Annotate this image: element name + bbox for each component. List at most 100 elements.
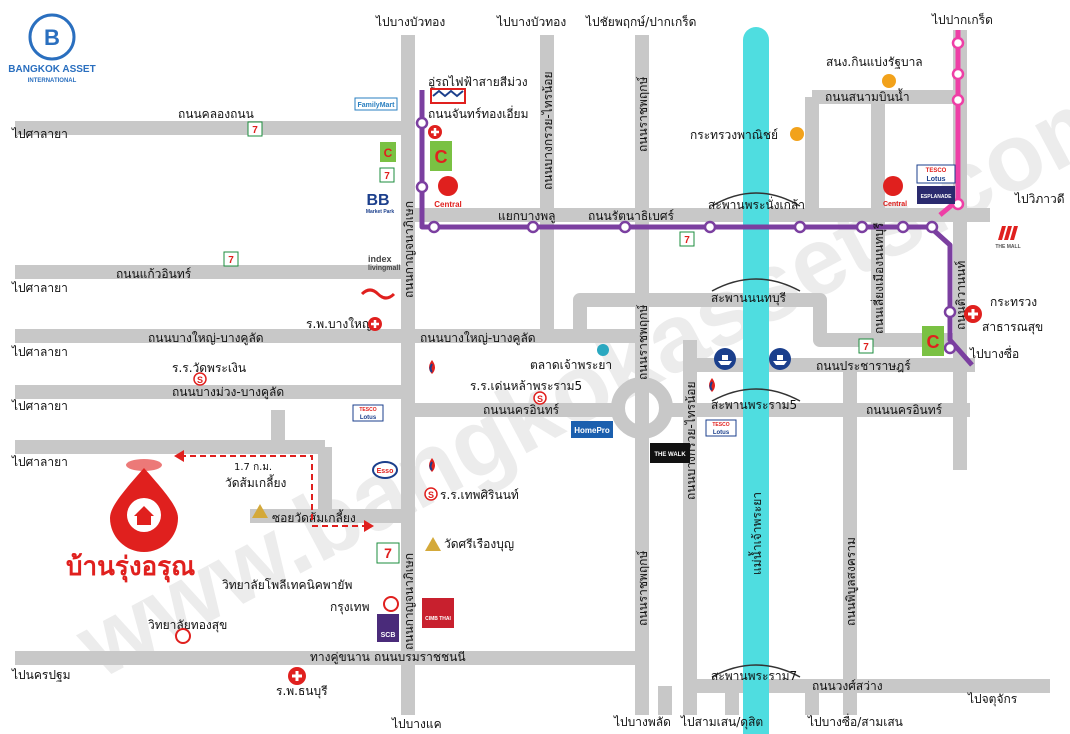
svg-text:S: S bbox=[537, 394, 543, 404]
project-marker bbox=[110, 459, 178, 552]
vertical-labels: ถนนกาญจนาภิเษก ถนนกาญจนาภิเษก ถนนราชพฤกษ… bbox=[402, 71, 968, 650]
distance-label: 1.7 ก.ม. bbox=[234, 462, 272, 473]
svg-text:TESCO: TESCO bbox=[926, 168, 947, 174]
svg-text:7: 7 bbox=[384, 171, 390, 182]
to-vibhavadi: ไปวิภาวดี bbox=[1014, 192, 1065, 206]
svg-text:7: 7 bbox=[228, 255, 234, 266]
to-bang-phlat: ไปบางพลัด bbox=[613, 715, 671, 729]
scb-icon: SCB bbox=[377, 614, 399, 642]
svg-text:7: 7 bbox=[863, 342, 869, 353]
ratchaphruek-2: ถนนราชพฤกษ์ bbox=[636, 304, 650, 380]
college-icon bbox=[383, 596, 399, 612]
svg-text:C: C bbox=[927, 332, 940, 352]
gas-station-icon bbox=[429, 360, 435, 374]
to-samsen-dusit: ไปสามเสน/ดุสิต bbox=[680, 715, 763, 730]
purple-depot: อู่รถไฟฟ้าสายสีม่วง bbox=[428, 75, 528, 90]
svg-text:Esso: Esso bbox=[377, 468, 394, 475]
train-depot-icon bbox=[430, 88, 466, 104]
svg-text:index: index bbox=[368, 254, 392, 264]
svg-text:Lotus: Lotus bbox=[360, 415, 377, 421]
to-pakkret: ไปปากเกร็ด bbox=[931, 12, 993, 27]
rr-thep-sirin: ร.ร.เทพศิรินนท์ bbox=[440, 488, 519, 502]
svg-text:THE MALL: THE MALL bbox=[995, 244, 1020, 250]
svg-text:S: S bbox=[428, 490, 434, 500]
hospital-icon bbox=[288, 667, 306, 685]
kaeo-in: ถนนแก้วอินทร์ bbox=[116, 267, 192, 281]
seven-eleven-icon: 7 bbox=[858, 338, 874, 354]
svg-text:Central: Central bbox=[883, 201, 907, 208]
nonthaburi-bridge: สะพานนนทบุรี bbox=[711, 291, 787, 306]
nakhon-in-2: ถนนนครอินทร์ bbox=[866, 403, 943, 417]
bridges bbox=[711, 192, 801, 678]
kanchanaphisek-1: ถนนกาญจนาภิเษก bbox=[402, 201, 416, 298]
tesco-lotus-icon: TESCO Lotus bbox=[705, 419, 737, 437]
school-icon: S bbox=[193, 372, 207, 386]
svg-text:7: 7 bbox=[684, 235, 690, 246]
svg-text:FamilyMart: FamilyMart bbox=[358, 102, 396, 109]
to-salaya-2: ไปศาลายา bbox=[11, 281, 68, 295]
thang-khu-khanan: ทางคู่ขนาน bbox=[310, 650, 370, 665]
svg-text:BB: BB bbox=[366, 192, 389, 209]
cimb-icon: CIMB THAI bbox=[422, 598, 454, 628]
logo-line1: BANGKOK ASSET bbox=[8, 64, 95, 75]
market-icon bbox=[597, 344, 609, 356]
ratchaphruek-3: ถนนราชพฤกษ์ bbox=[636, 550, 650, 626]
hospital-icon bbox=[428, 125, 442, 139]
sanong-kinbaeng: สนง.กินแบ่งรัฐบาล bbox=[826, 55, 923, 69]
seven-eleven-icon: 7 bbox=[376, 542, 400, 564]
chan-thong-iam: ถนนจันทร์ทองเอี่ยม bbox=[428, 105, 529, 121]
nakhon-in-1: ถนนนครอินทร์ bbox=[483, 403, 560, 417]
to-bang-khae: ไปบางแค bbox=[391, 717, 442, 731]
poi-icons: FamilyMart 7 7 7 7 7 7 C C C Central Cen… bbox=[175, 74, 1021, 685]
distance-arrows bbox=[182, 455, 365, 527]
logo-line2: INTERNATIONAL bbox=[28, 78, 77, 84]
rr-wat-phra-ngoen: ร.ร.วัดพระเงิน bbox=[172, 361, 246, 375]
esplanade-icon: ESPLANADE bbox=[917, 186, 955, 204]
to-salaya-3: ไปศาลายา bbox=[11, 345, 68, 359]
to-salaya-5: ไปศาลายา bbox=[11, 455, 68, 469]
gas-station-icon bbox=[709, 378, 715, 392]
ferry-icon bbox=[769, 348, 791, 370]
polytech: วิทยาลัยโพลีเทคนิคพายัพ bbox=[222, 578, 353, 592]
project-name: บ้านรุ่งอรุณ bbox=[66, 552, 195, 583]
the-mall-icon: THE MALL bbox=[995, 226, 1021, 250]
svg-text:Lotus: Lotus bbox=[713, 430, 730, 436]
hospital-icon bbox=[368, 317, 382, 331]
gas-station-icon bbox=[429, 458, 435, 472]
road-network bbox=[15, 30, 1050, 715]
bang-yai-bang-kulat-2: ถนนบางใหญ่-บางคูลัด bbox=[420, 331, 536, 346]
to-nakhon-pathom: ไปนครปฐม bbox=[11, 668, 70, 682]
hospital-icon bbox=[964, 305, 982, 323]
svg-text:7: 7 bbox=[384, 545, 392, 561]
ratchaphruek-1: ถนนราชพฤกษ์ bbox=[636, 76, 650, 152]
wat-som-kliang: วัดส้มเกลี้ยง bbox=[225, 474, 286, 490]
svg-text:B: B bbox=[44, 25, 60, 50]
seven-eleven-icon: 7 bbox=[679, 231, 695, 247]
to-bang-bua-thong-1: ไปบางบัวทอง bbox=[375, 15, 445, 29]
bb-market-icon: BB Market Park bbox=[366, 192, 395, 215]
to-bang-bua-thong-2: ไปบางบัวทอง bbox=[496, 15, 566, 29]
stations bbox=[415, 116, 957, 355]
soi-wat-som-kliang: ซอยวัดส้มเกลี้ยง bbox=[272, 509, 356, 525]
seven-eleven-icon: 7 bbox=[379, 167, 395, 183]
krungthep: กรุงเทพ bbox=[330, 600, 370, 615]
government-office-icon bbox=[882, 74, 896, 88]
svg-text:TESCO: TESCO bbox=[712, 422, 729, 428]
wat-si-rueang-bun: วัดศรีเรืองบุญ bbox=[444, 537, 514, 552]
to-bang-sue-samsen: ไปบางซื่อ/สามเสน bbox=[807, 713, 903, 729]
ministry-health-1: กระทรวง bbox=[990, 295, 1037, 309]
rama5-bridge: สะพานพระราม5 bbox=[711, 398, 797, 412]
college-icon bbox=[175, 628, 191, 644]
thongsuk: วิทยาลัยทองสุข bbox=[148, 618, 228, 633]
arrow-head-right bbox=[364, 520, 374, 532]
rr-denla: ร.ร.เด่นหล้าพระราม5 bbox=[470, 379, 582, 393]
temple-icon bbox=[252, 504, 268, 518]
rattanathibet: ถนนรัตนาธิเบศร์ bbox=[588, 209, 675, 223]
svg-text:SCB: SCB bbox=[381, 632, 396, 639]
to-chatuchak: ไปจตุจักร bbox=[967, 692, 1018, 707]
rp-bang-yai: ร.พ.บางใหญ่ bbox=[306, 317, 372, 331]
familymart-icon: FamilyMart bbox=[354, 97, 398, 111]
svg-text:Central: Central bbox=[434, 200, 462, 209]
road-labels: ไปบางบัวทอง ไปบางบัวทอง ไปชัยพฤกษ์/ปากเก… bbox=[11, 12, 1065, 731]
